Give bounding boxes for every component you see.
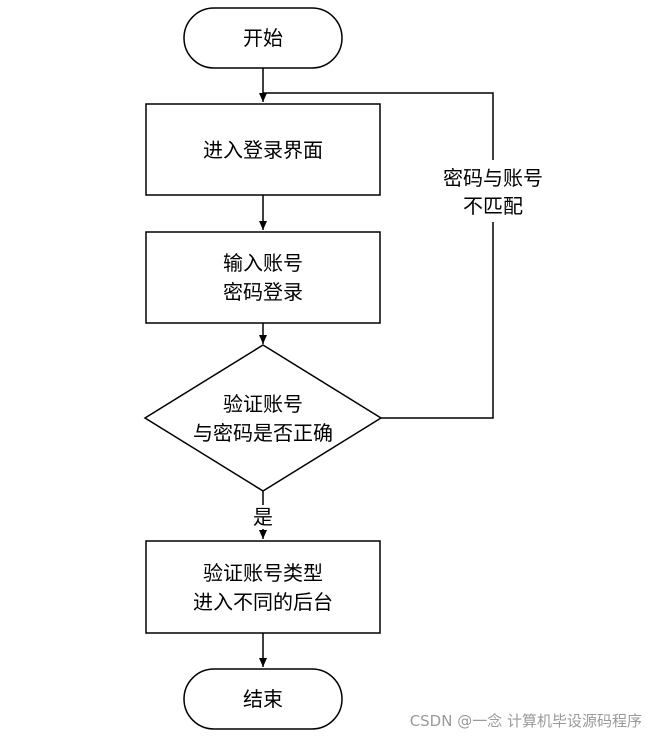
start-label: 开始 (243, 26, 283, 50)
type-label-line1: 验证账号类型 (203, 561, 323, 585)
input-label-line1: 输入账号 (223, 251, 303, 275)
mismatch-edge-label: 密码与账号 不匹配 (428, 160, 560, 222)
login-page-box: 进入登录界面 (145, 103, 381, 196)
type-label-line2: 进入不同的后台 (193, 590, 333, 614)
yes-label: 是 (253, 505, 273, 529)
verify-label-line2: 与密码是否正确 (193, 421, 333, 445)
verify-label-line1: 验证账号 (223, 392, 303, 416)
mismatch-label-line1: 密码与账号 (443, 166, 543, 190)
input-label-line2: 密码登录 (223, 280, 303, 304)
start-terminal: 开始 (183, 7, 343, 69)
yes-edge-label: 是 (250, 505, 276, 529)
account-type-box: 验证账号类型 进入不同的后台 (145, 540, 381, 634)
end-label: 结束 (243, 687, 283, 711)
verify-decision-diamond: 验证账号 与密码是否正确 (143, 344, 383, 492)
end-terminal: 结束 (183, 668, 343, 730)
watermark-text: CSDN @一念 计算机毕设源码程序 (410, 712, 642, 730)
login-page-label: 进入登录界面 (203, 138, 323, 162)
mismatch-label-line2: 不匹配 (463, 194, 523, 218)
edge-mismatch-loop (263, 92, 494, 419)
input-credentials-box: 输入账号 密码登录 (145, 231, 381, 324)
